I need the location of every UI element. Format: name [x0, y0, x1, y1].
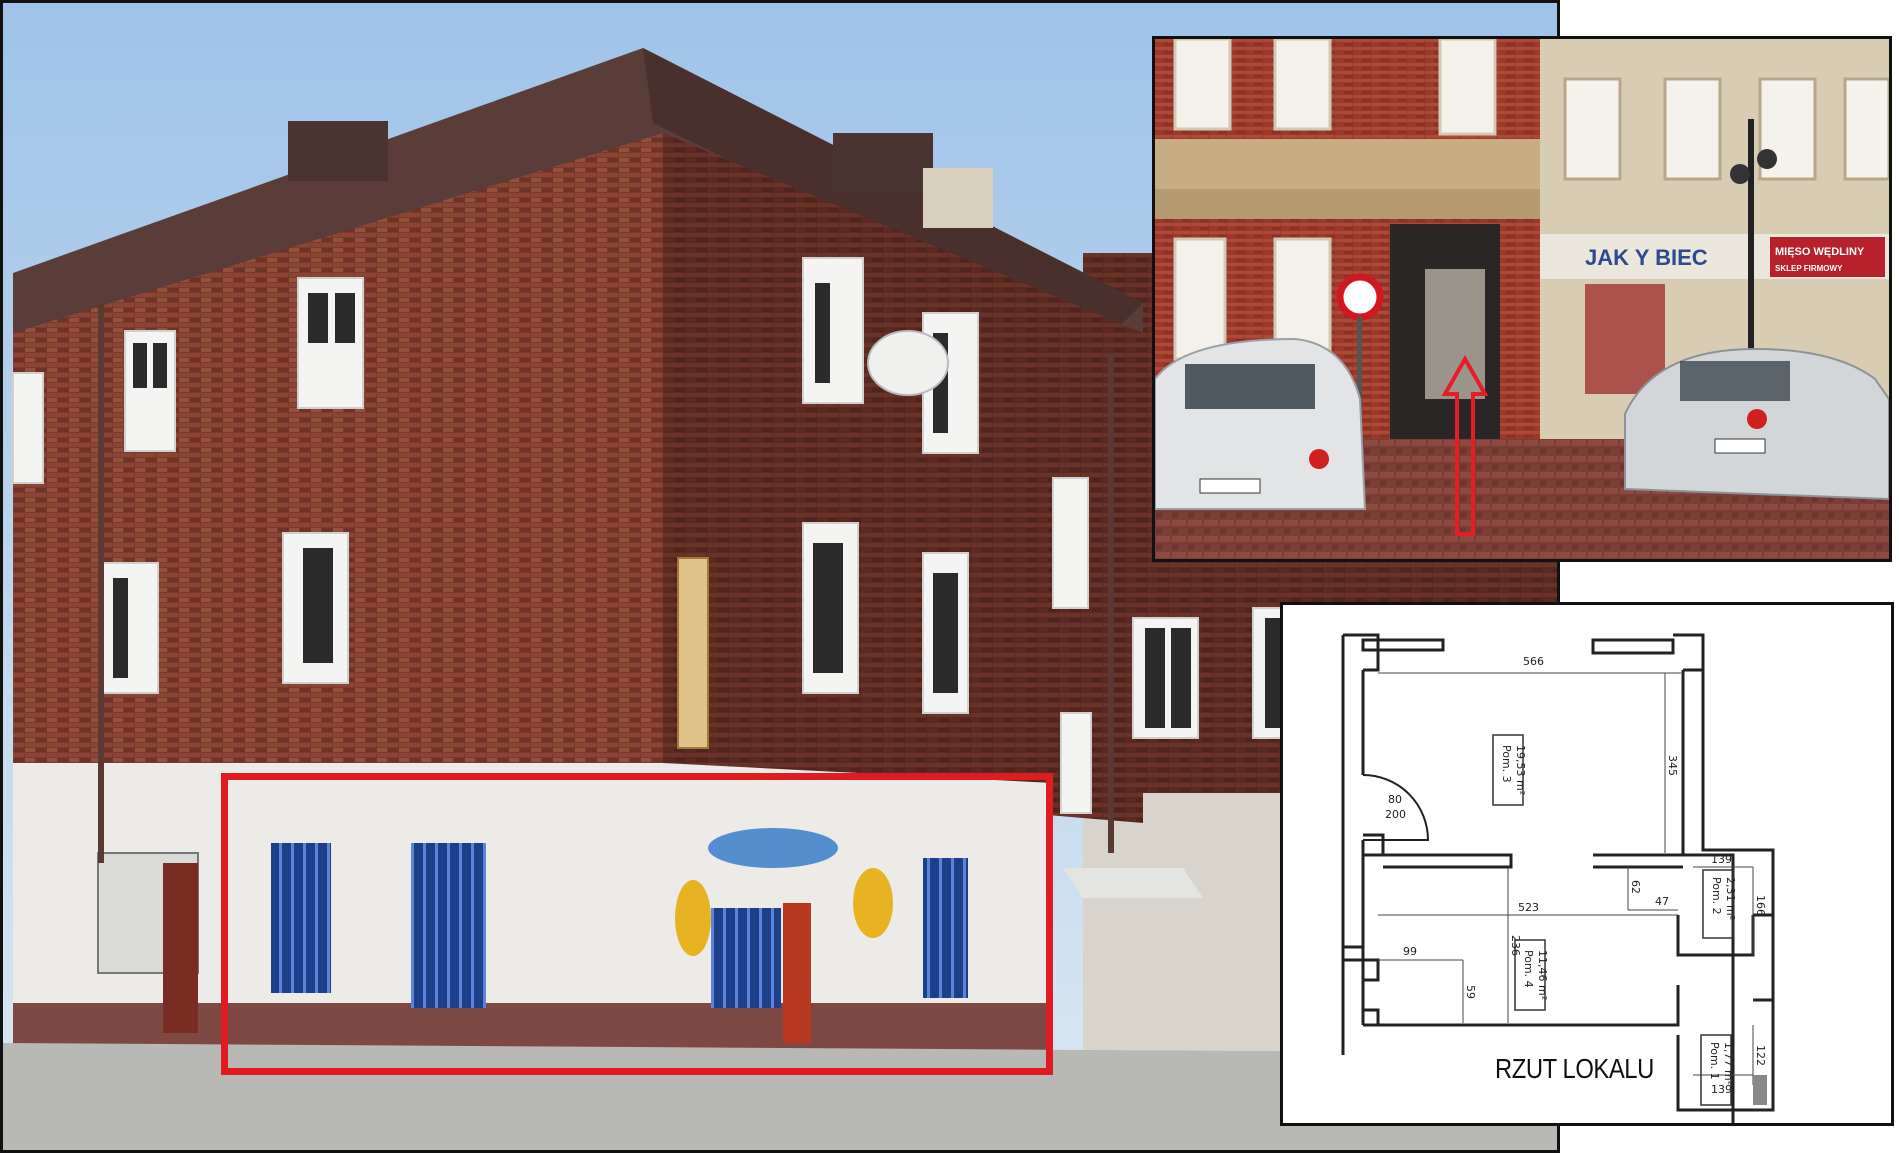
dim-139-top: 139: [1711, 853, 1732, 866]
street-illustration: JAK Y BIEC MIĘSO WĘDLINY SKLEP FIRMOWY: [1155, 39, 1889, 559]
room2-name: Pom. 2: [1710, 877, 1723, 915]
street-inset-photo: JAK Y BIEC MIĘSO WĘDLINY SKLEP FIRMOWY: [1152, 36, 1892, 562]
shop-sign-right-line2: SKLEP FIRMOWY: [1775, 264, 1843, 273]
premises-highlight-frame: [221, 773, 1053, 1075]
shop-sign-left: JAK Y BIEC: [1585, 245, 1708, 270]
dim-99: 99: [1403, 945, 1417, 958]
dim-166: 166: [1754, 895, 1767, 916]
room1-area: 1,77 m²: [1722, 1042, 1735, 1085]
room3-name: Pom. 3: [1500, 745, 1513, 783]
dim-right-upper: 345: [1666, 755, 1679, 776]
entrance-arrow: [1441, 354, 1489, 536]
dim-door-1: 80: [1388, 793, 1402, 806]
dim-139-bottom: 139: [1711, 1083, 1732, 1096]
dim-62: 62: [1629, 880, 1642, 894]
dim-top: 566: [1523, 655, 1544, 668]
room3-area: 19,53 m²: [1514, 745, 1527, 795]
dim-59: 59: [1464, 985, 1477, 999]
satellite-dish: [867, 330, 949, 396]
dim-47: 47: [1655, 895, 1669, 908]
dim-122: 122: [1754, 1045, 1767, 1066]
room1-name: Pom. 1: [1708, 1042, 1721, 1080]
room4-area: 11,46 m²: [1536, 950, 1549, 1000]
floor-plan-caption: RZUT LOKALU: [1495, 1053, 1654, 1084]
room4-name: Pom. 4: [1522, 950, 1535, 988]
room2-area: 2,31 m²: [1724, 877, 1737, 920]
floor-plan: 566 345 80 200 523 236 99 59 62 47 139 1…: [1280, 602, 1894, 1126]
no-entry-sign: [1336, 273, 1384, 321]
shop-sign-right-line1: MIĘSO WĘDLINY: [1775, 246, 1865, 258]
dim-door-2: 200: [1385, 808, 1406, 821]
dim-mid: 523: [1518, 901, 1539, 914]
floor-plan-drawing: 566 345 80 200 523 236 99 59 62 47 139 1…: [1341, 633, 1775, 1123]
